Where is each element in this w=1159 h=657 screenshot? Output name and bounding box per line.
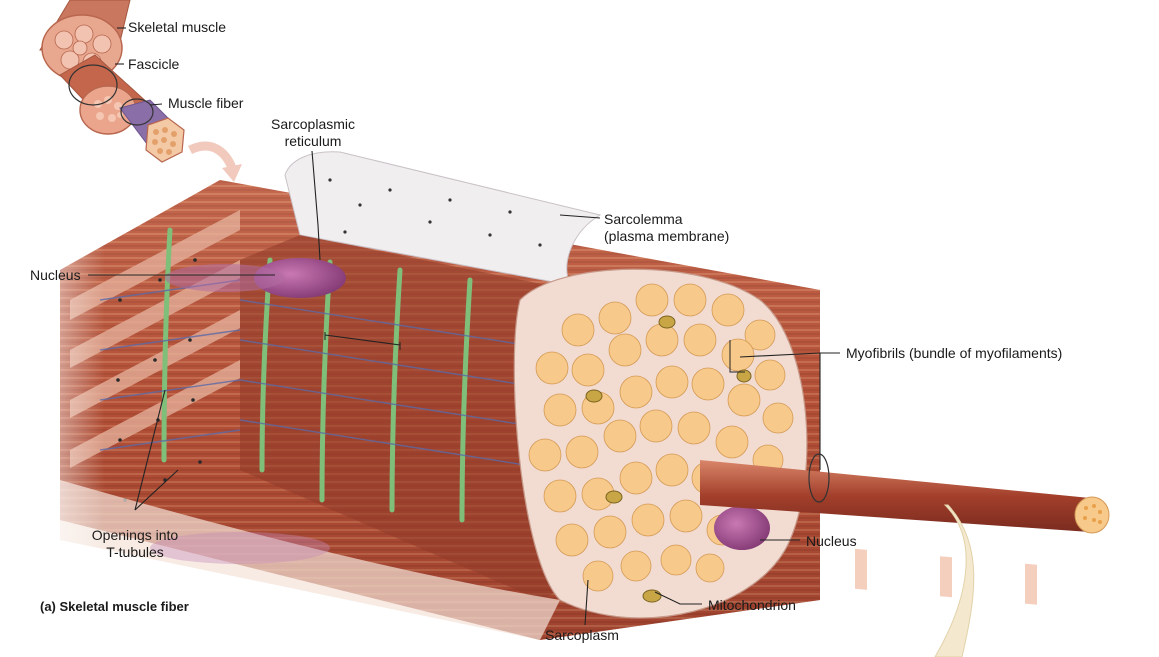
myofibril-rod: [700, 453, 1110, 657]
fiber-cross-section: [513, 268, 808, 619]
nucleus-left-shape: [254, 258, 346, 298]
label-sarcoplasmic-reticulum: Sarcoplasmic reticulum: [262, 116, 364, 150]
label-nucleus-left: Nucleus: [30, 267, 81, 283]
label-sarcoplasmic-reticulum-line2: reticulum: [284, 133, 342, 149]
leader-lines: [88, 27, 840, 626]
label-muscle-fiber: Muscle fiber: [168, 95, 244, 111]
label-sarcolemma: Sarcolemma (plasma membrane): [604, 211, 729, 245]
label-myofibrils: Myofibrils (bundle of myofilaments): [846, 345, 1063, 361]
label-sarcolemma-line2: (plasma membrane): [604, 228, 730, 244]
label-mitochondrion: Mitochondrion: [708, 597, 796, 613]
label-fascicle: Fascicle: [128, 56, 180, 72]
label-openings-line2: T-tubules: [106, 544, 164, 560]
label-openings-t-tubules: Openings into T-tubules: [80, 527, 190, 561]
label-openings-line1: Openings into: [91, 527, 179, 543]
label-sarcolemma-line1: Sarcolemma: [604, 211, 683, 227]
label-skeletal-muscle: Skeletal muscle: [128, 19, 227, 35]
nucleus-right-shape: [714, 506, 770, 550]
myofibril-bracket: [324, 332, 745, 373]
label-sarcoplasm: Sarcoplasm: [545, 627, 619, 643]
label-sarcoplasmic-reticulum-line1: Sarcoplasmic: [270, 116, 356, 132]
figure-caption: (a) Skeletal muscle fiber: [40, 599, 189, 614]
label-nucleus-right: Nucleus: [806, 533, 857, 549]
